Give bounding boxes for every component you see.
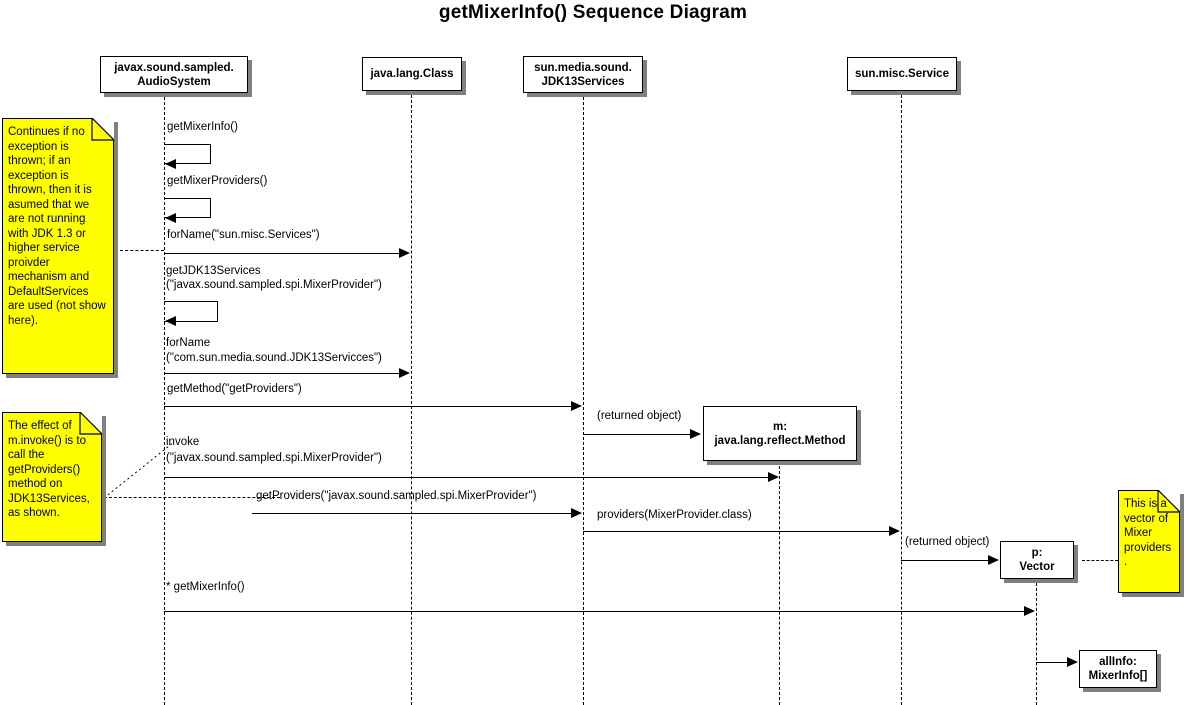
- note-connector-vector: [1082, 560, 1118, 561]
- message-line-m12: [164, 611, 1025, 612]
- message-line-m11: [901, 560, 989, 561]
- participant-label-line2: JDK13Services: [541, 75, 625, 88]
- note-text: The effect of m.invoke() is to call the …: [8, 420, 90, 519]
- participant-box-sunmiscservice[interactable]: sun.misc.Service: [847, 57, 957, 91]
- self-call-loop-m1: [164, 144, 211, 164]
- participant-label-line1: sun.misc.Service: [855, 68, 949, 80]
- object-label-line2: MixerInfo[]: [1088, 670, 1148, 682]
- arrowhead-m11: [988, 555, 999, 565]
- object-box-method[interactable]: m: java.lang.reflect.Method: [703, 406, 857, 461]
- lifeline-jdk13services: [583, 97, 584, 705]
- page-title: getMixerInfo() Sequence Diagram: [438, 2, 748, 23]
- note-connector-exception: [120, 250, 164, 251]
- message-label-m7: (returned object): [597, 410, 682, 422]
- note-exception: Continues if no exception is thrown; if …: [2, 118, 114, 374]
- message-line-m13: [1036, 662, 1068, 663]
- participant-box-audiosystem[interactable]: javax.sound.sampled. AudioSystem: [100, 56, 248, 93]
- object-label-line2: Vector: [1019, 561, 1055, 573]
- message-label-m9: getProviders("javax.sound.sampled.spi.Mi…: [256, 490, 537, 502]
- message-label-m5-line1: forName: [166, 337, 211, 349]
- lifeline-method: [779, 466, 780, 705]
- note-invoke: The effect of m.invoke() is to call the …: [2, 412, 102, 542]
- message-label-m6: getMethod("getProviders"): [167, 383, 302, 395]
- participant-box-jdk13services[interactable]: sun.media.sound. JDK13Services: [523, 56, 643, 93]
- participant-label-line1: javax.sound.sampled.: [114, 61, 234, 74]
- message-label-m4-line2: ("javax.sound.sampled.spi.MixerProvider"…: [166, 279, 382, 291]
- message-label-m8-line2: ("javax.sound.sampled.spi.MixerProvider"…: [166, 452, 382, 464]
- message-label-m12: * getMixerInfo(): [166, 581, 245, 593]
- message-label-m4-line1: getJDK13Services: [166, 265, 261, 277]
- note-connector-invoke: [104, 497, 280, 498]
- object-label-line1: p:: [1031, 547, 1043, 559]
- lifeline-vector: [1036, 583, 1037, 705]
- lifeline-javalangclass: [411, 95, 412, 705]
- message-line-m9: [252, 513, 572, 514]
- object-label-line1: allInfo:: [1099, 656, 1137, 668]
- note-text: This is a vector of Mixer providers.: [1124, 498, 1172, 568]
- arrowhead-m3: [399, 248, 410, 258]
- arrowhead-m2: [165, 213, 176, 223]
- message-line-m8: [164, 477, 770, 478]
- message-label-m8-line1: invoke: [166, 436, 200, 448]
- note-vector: This is a vector of Mixer providers.: [1118, 490, 1180, 593]
- arrowhead-m13: [1067, 657, 1078, 667]
- lifeline-audiosystem: [164, 97, 165, 705]
- message-label-m2: getMixerProviders(): [167, 175, 268, 187]
- object-label-line1: m:: [772, 420, 788, 433]
- object-box-allinfo[interactable]: allInfo: MixerInfo[]: [1079, 650, 1157, 688]
- arrowhead-m7: [690, 429, 701, 439]
- message-line-m6: [164, 406, 573, 407]
- object-label-line2: java.lang.reflect.Method: [714, 434, 846, 447]
- message-line-m3: [164, 253, 401, 254]
- arrowhead-m5: [399, 368, 410, 378]
- message-label-m5-line2: ("com.sun.media.sound.JDK13Servicces"): [166, 352, 382, 364]
- message-label-m10: providers(MixerProvider.class): [597, 509, 752, 521]
- arrowhead-m4: [165, 316, 176, 326]
- message-label-m1: getMixerInfo(): [167, 121, 238, 133]
- message-label-m11: (returned object): [905, 536, 990, 548]
- arrowhead-m9: [571, 508, 582, 518]
- participant-label-line1: sun.media.sound.: [534, 61, 632, 74]
- arrowhead-m12: [1024, 606, 1035, 616]
- participant-label-line1: java.lang.Class: [370, 68, 454, 80]
- arrowhead-m1: [165, 159, 176, 169]
- message-label-m3: forName("sun.misc.Services"): [167, 229, 320, 241]
- self-call-loop-m2: [164, 198, 211, 218]
- object-box-vector[interactable]: p: Vector: [1000, 541, 1074, 579]
- arrowhead-m8: [768, 472, 779, 482]
- participant-box-javalangclass[interactable]: java.lang.Class: [362, 57, 462, 91]
- message-line-m7: [583, 434, 691, 435]
- message-line-m5: [164, 373, 401, 374]
- lifeline-sunmiscservice: [901, 95, 902, 705]
- arrowhead-m6: [571, 401, 582, 411]
- participant-label-line2: AudioSystem: [137, 75, 211, 88]
- self-call-loop-m4: [164, 301, 218, 322]
- message-line-m10: [583, 531, 890, 532]
- note-text: Continues if no exception is thrown; if …: [8, 126, 106, 327]
- arrowhead-m10: [889, 526, 900, 536]
